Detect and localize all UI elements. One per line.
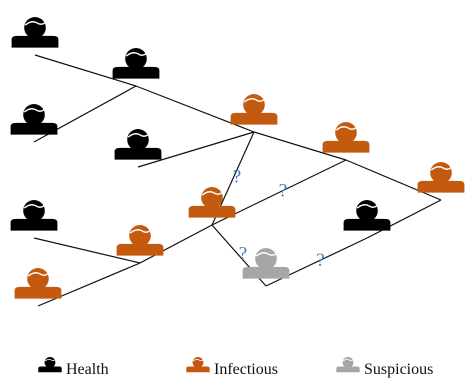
health-person-icon [114, 129, 162, 160]
person-body [14, 286, 62, 299]
person-head [342, 357, 354, 368]
person-hair-line [243, 98, 265, 103]
person-head [201, 187, 223, 209]
person-head [255, 247, 277, 270]
person-head [192, 357, 204, 368]
health-person-icon [10, 104, 58, 135]
person-hair-line [23, 204, 45, 209]
person-head [27, 268, 49, 290]
person-head [335, 122, 357, 144]
person-body [322, 140, 370, 153]
person-body [230, 112, 278, 125]
person-hair-line [430, 166, 452, 171]
health-person-icon [112, 48, 160, 79]
person-head [125, 48, 147, 70]
person-hair-line [44, 359, 56, 362]
suspicious-person-icon [336, 357, 360, 373]
edge-h1-h2 [34, 54, 137, 87]
question-mark-label: ? [239, 244, 247, 265]
person-body [11, 35, 59, 48]
person-body [38, 366, 62, 373]
question-mark-label: ? [233, 167, 241, 188]
infectious-person-icon [417, 162, 465, 193]
person-hair-line [24, 21, 46, 26]
person-body [343, 218, 391, 231]
person-body [336, 366, 360, 373]
legend-label-suspicious: Suspicious [364, 361, 434, 378]
person-hair-line [125, 52, 147, 57]
edge-h4-i1 [137, 131, 255, 168]
legend-label-infectious: Infectious [214, 361, 278, 378]
person-head [24, 17, 46, 39]
edge-i2-i3 [345, 159, 442, 201]
infectious-person-icon [186, 357, 210, 373]
edge-h2-i1 [135, 85, 255, 133]
legend-label-health: Health [66, 361, 109, 378]
person-hair-line [335, 126, 357, 131]
person-hair-line [23, 108, 45, 113]
question-mark-label: ? [279, 181, 287, 202]
person-body [417, 180, 465, 193]
health-person-icon [343, 200, 391, 231]
person-body [116, 243, 164, 256]
person-body [10, 218, 58, 231]
infectious-person-icon [14, 268, 62, 299]
legend: Health Infectious Suspicious [0, 355, 466, 383]
person-body [188, 205, 236, 218]
person-head [127, 129, 149, 151]
question-mark-label: ? [316, 250, 324, 271]
person-hair-line [201, 191, 223, 196]
person-head [430, 162, 452, 184]
person-body [10, 122, 58, 135]
person-head [129, 225, 151, 247]
infectious-person-icon [322, 122, 370, 153]
edge-h6-i3 [366, 199, 442, 239]
person-hair-line [255, 252, 277, 257]
person-hair-line [127, 133, 149, 138]
health-person-icon [38, 357, 62, 373]
health-person-icon [10, 200, 58, 231]
person-hair-line [356, 204, 378, 209]
person-body [242, 266, 290, 279]
infectious-person-icon [116, 225, 164, 256]
edge-h5-i5 [33, 237, 141, 264]
person-head [243, 94, 265, 116]
person-body [114, 147, 162, 160]
person-head [356, 200, 378, 222]
nodes-layer [10, 17, 465, 299]
person-hair-line [27, 272, 49, 277]
person-head [23, 200, 45, 222]
edge-i5-i4 [139, 224, 213, 264]
person-hair-line [342, 359, 354, 362]
edge-i1-i2 [253, 131, 347, 161]
person-body [186, 366, 210, 373]
infectious-person-icon [188, 187, 236, 218]
person-head [44, 357, 56, 368]
person-hair-line [192, 359, 204, 362]
suspicious-person-icon [242, 247, 290, 279]
infectious-person-icon [230, 94, 278, 125]
person-head [23, 104, 45, 126]
person-body [112, 66, 160, 79]
health-person-icon [11, 17, 59, 48]
person-hair-line [129, 229, 151, 234]
edge-i6-i5 [37, 262, 141, 307]
uncertain-labels-layer: ???? [233, 167, 325, 272]
